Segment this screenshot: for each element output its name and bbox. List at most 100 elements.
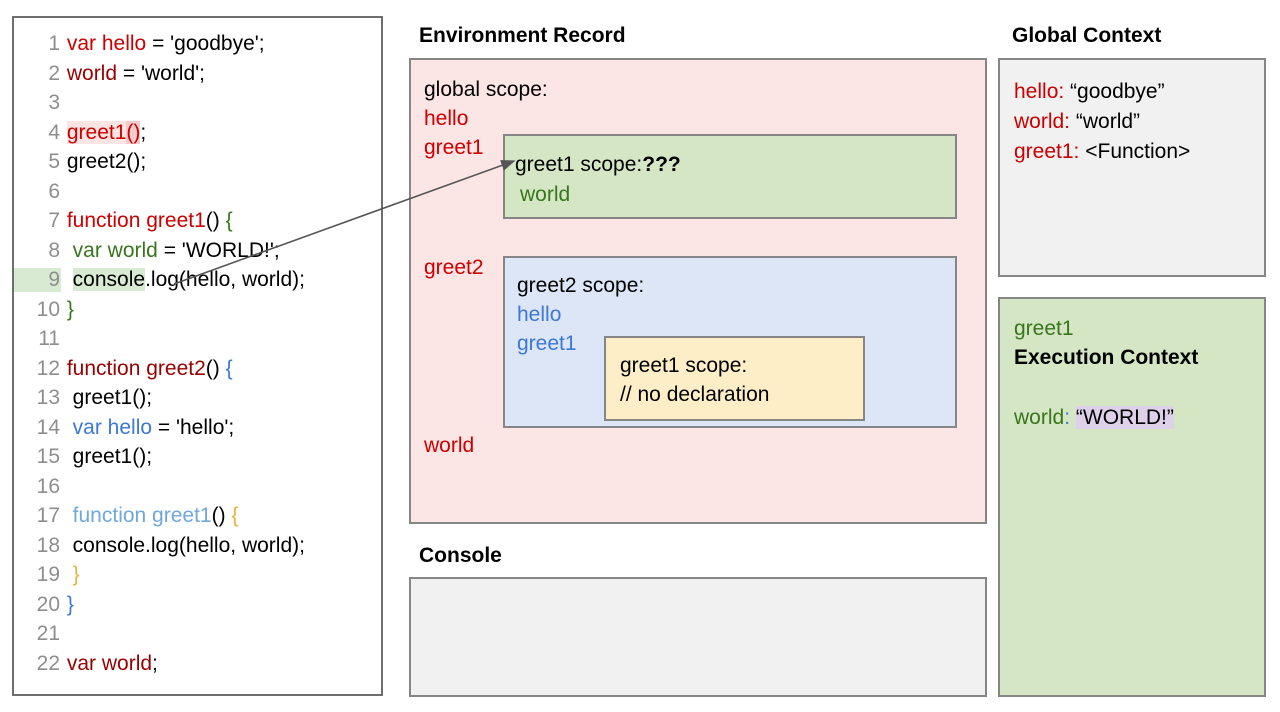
- line-number: 15: [36, 445, 60, 468]
- line-number: 3: [48, 91, 60, 114]
- code-line[interactable]: 3: [14, 91, 381, 121]
- execution-context-heading: Execution Context: [1014, 346, 1199, 369]
- code-line-text: function greet2() {: [61, 357, 233, 381]
- inner-greet1-scope-note: // no declaration: [620, 383, 770, 406]
- code-line[interactable]: 20 }: [14, 593, 381, 623]
- code-line[interactable]: 6: [14, 180, 381, 210]
- code-line[interactable]: 7 function greet1() {: [14, 209, 381, 239]
- console-output-box[interactable]: [409, 577, 987, 697]
- global-context-row: greet1: <Function>: [1014, 140, 1190, 164]
- code-token: [61, 416, 73, 439]
- code-line[interactable]: 5 greet2();: [14, 150, 381, 180]
- line-number: 4: [48, 120, 60, 144]
- code-token: (): [205, 209, 220, 232]
- code-line[interactable]: 9 console.log(hello, world);: [14, 268, 381, 298]
- greet1-scope-unknown-marker: ???: [642, 153, 681, 176]
- code-line[interactable]: 14 var hello = 'hello';: [14, 416, 381, 446]
- environment-record-box: global scope: hello greet1 greet2 world …: [409, 58, 987, 524]
- line-number: 5: [48, 150, 60, 173]
- code-line[interactable]: 16: [14, 475, 381, 505]
- line-number: 13: [36, 386, 60, 409]
- code-token: function greet1: [66, 209, 206, 232]
- code-line[interactable]: 18 console.log(hello, world);: [14, 534, 381, 564]
- code-line[interactable]: 15 greet1();: [14, 445, 381, 475]
- global-context-value: “world”: [1070, 110, 1141, 133]
- inner-greet1-scope-box: greet1 scope: // no declaration: [604, 336, 865, 421]
- code-line-text: greet2();: [61, 150, 146, 174]
- greet1-scope-title-text: greet1 scope:: [515, 153, 643, 176]
- code-token: (): [205, 356, 220, 380]
- code-token: = 'WORLD!';: [157, 238, 280, 262]
- code-line[interactable]: 22 var world;: [14, 652, 381, 682]
- code-token: [61, 504, 73, 527]
- line-number: 9: [14, 268, 61, 292]
- line-number: 7: [48, 209, 60, 232]
- code-line[interactable]: 2 world = 'world';: [14, 62, 381, 92]
- console-title: Console: [419, 544, 502, 567]
- code-token: ;: [140, 120, 147, 144]
- global-binding-greet1: greet1: [424, 136, 484, 159]
- code-token: greet1: [66, 120, 127, 144]
- execution-context-variable-colon: :: [1064, 406, 1071, 429]
- line-number: 12: [36, 356, 60, 380]
- code-lines-container: 1 var hello = 'goodbye';2 world = 'world…: [14, 32, 381, 681]
- global-context-title: Global Context: [1012, 24, 1162, 47]
- code-token: greet2();: [61, 150, 147, 173]
- global-binding-greet2: greet2: [424, 256, 484, 279]
- code-token: {: [225, 504, 239, 527]
- code-line-text: greet1();: [61, 445, 152, 469]
- code-line-text: var world;: [61, 652, 158, 676]
- code-token: console.log(hello, world);: [61, 533, 305, 557]
- code-token: greet1();: [61, 445, 153, 468]
- code-editor-panel[interactable]: 1 var hello = 'goodbye';2 world = 'world…: [12, 16, 383, 696]
- global-scope-label: global scope:: [424, 78, 548, 101]
- execution-context-variable-key: world: [1014, 406, 1065, 429]
- code-token: = 'goodbye';: [146, 32, 265, 55]
- greet1-scope-box: greet1 scope:??? world: [503, 134, 957, 219]
- code-line-text: }: [61, 563, 80, 587]
- code-token: var hello: [72, 415, 153, 439]
- line-number: 21: [36, 622, 60, 645]
- code-token: (): [126, 120, 141, 144]
- code-line[interactable]: 11: [14, 327, 381, 357]
- code-token: {: [219, 356, 233, 380]
- code-line[interactable]: 19 }: [14, 563, 381, 593]
- code-line-text: greet1();: [61, 120, 147, 145]
- line-number: 22: [36, 651, 60, 675]
- line-number: 10: [36, 297, 60, 321]
- code-line[interactable]: 12 function greet2() {: [14, 357, 381, 387]
- code-line-text: var hello = 'goodbye';: [61, 32, 265, 56]
- code-line-text: console.log(hello, world);: [61, 534, 305, 558]
- code-line[interactable]: 10 }: [14, 298, 381, 328]
- code-line[interactable]: 21: [14, 622, 381, 652]
- line-number: 20: [36, 592, 60, 616]
- code-line-text: function greet1() {: [61, 504, 239, 528]
- code-token: [61, 563, 73, 586]
- code-token: [61, 239, 73, 262]
- execution-context-function-name: greet1: [1014, 317, 1074, 340]
- code-token: var hello: [66, 32, 147, 55]
- code-line[interactable]: 13 greet1();: [14, 386, 381, 416]
- environment-record-title: Environment Record: [419, 24, 626, 47]
- global-context-key: world:: [1014, 110, 1071, 133]
- code-token: function greet2: [66, 356, 206, 380]
- code-line-text: }: [61, 298, 74, 322]
- code-token: ;: [152, 651, 158, 675]
- global-binding-world: world: [424, 434, 475, 457]
- line-number: 8: [48, 238, 60, 262]
- code-line[interactable]: 17 function greet1() {: [14, 504, 381, 534]
- code-token: console: [72, 268, 146, 291]
- global-context-key: greet1:: [1014, 140, 1080, 163]
- code-token: = 'hello';: [152, 415, 235, 439]
- code-line[interactable]: 1 var hello = 'goodbye';: [14, 32, 381, 62]
- greet2-scope-box: greet2 scope: hello greet1 greet1 scope:…: [503, 256, 957, 428]
- code-line[interactable]: 4 greet1();: [14, 120, 381, 151]
- code-line-text: }: [61, 593, 74, 617]
- code-token: var world: [66, 651, 153, 675]
- code-line-text: greet1();: [61, 386, 152, 410]
- code-token: }: [72, 563, 80, 586]
- global-context-row: hello: “goodbye”: [1014, 80, 1165, 104]
- global-context-box: hello: “goodbye” world: “world” greet1: …: [998, 58, 1266, 277]
- code-line[interactable]: 8 var world = 'WORLD!';: [14, 239, 381, 269]
- greet1-scope-binding-world: world: [520, 183, 571, 206]
